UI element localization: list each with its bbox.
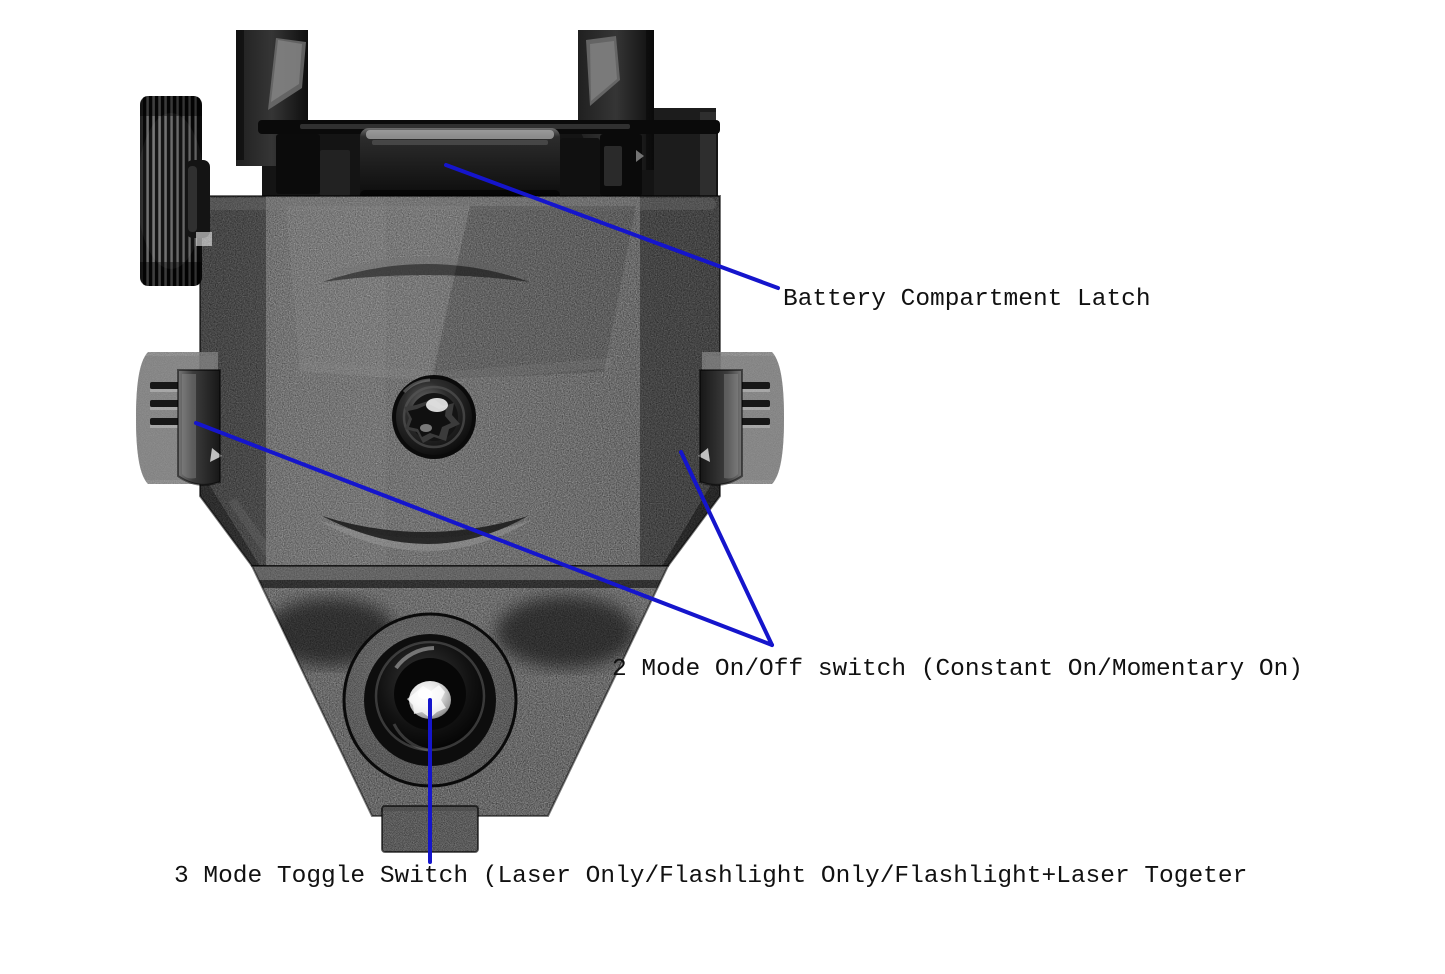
side-switch-left (136, 352, 222, 486)
callout-label-battery-compartment-latch: Battery Compartment Latch (783, 286, 1151, 313)
knurled-thumbwheel (140, 96, 212, 286)
leader-line-two-mode-on-off-switch-1 (679, 450, 774, 647)
torx-screw (392, 375, 476, 459)
leader-line-two-mode-on-off-switch-0 (194, 421, 774, 647)
callout-label-two-mode-on-off-switch: 2 Mode On/Off switch (Constant On/Moment… (612, 656, 1304, 683)
side-switch-right (698, 352, 784, 486)
leader-line-battery-compartment-latch-0 (444, 163, 780, 290)
callout-label-three-mode-toggle-switch: 3 Mode Toggle Switch (Laser Only/Flashli… (174, 863, 1248, 890)
